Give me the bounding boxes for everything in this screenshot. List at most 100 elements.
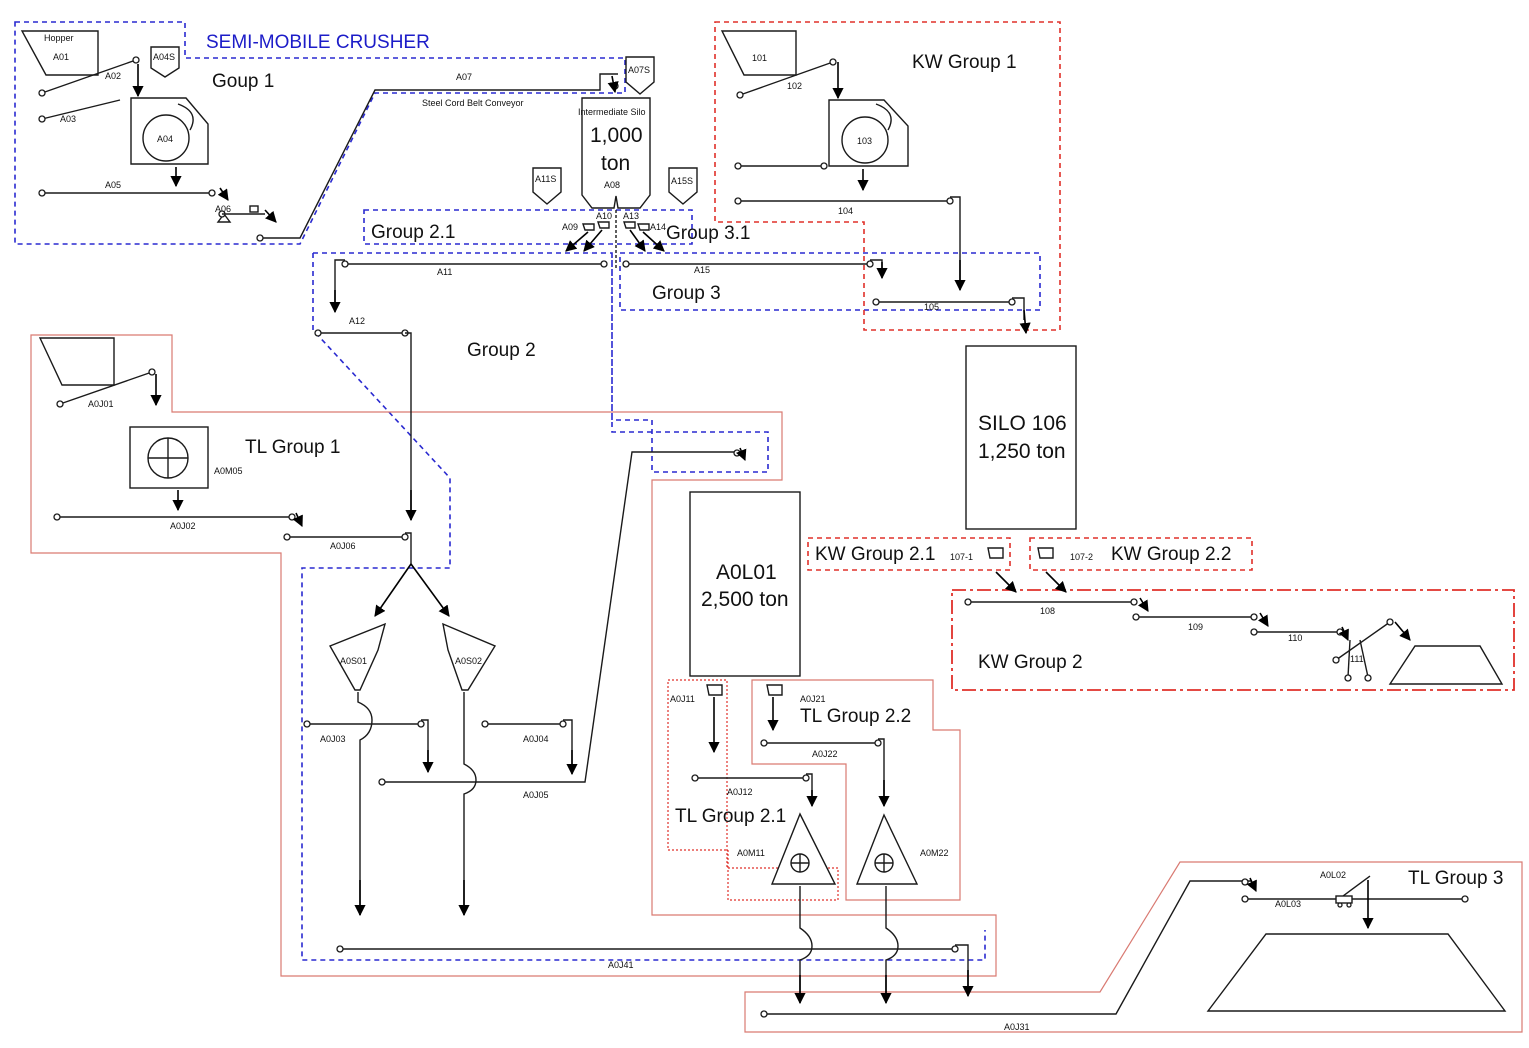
a06-label: A06 [215,204,231,214]
semi-mobile-title: SEMI-MOBILE CRUSHER [206,32,430,53]
tl-group21-boundary [667,679,839,901]
stockpile-tl3 [1206,933,1507,1012]
a0s02-label: A0S02 [455,656,482,666]
kw-group2-boundary [951,589,1515,691]
tl-group22-boundary [751,679,961,901]
tl-group1-title: TL Group 1 [245,437,340,458]
a0j03-label: A0J03 [320,734,346,744]
a0j21-label: A0J21 [800,694,826,704]
group1-boundary [14,21,626,245]
a03-label: A03 [60,114,76,124]
kw-group22-title: KW Group 2.2 [1111,544,1231,565]
tl-group21-title: TL Group 2.1 [675,806,786,827]
a15-label: A15 [694,265,710,275]
a15s-label: A15S [671,176,693,186]
a0j22-label: A0J22 [812,749,838,759]
a0j06-label: A0J06 [330,541,356,551]
a0m11-label: A0M11 [737,848,765,858]
n109-label: 109 [1188,622,1203,632]
a15s-symbol [668,167,698,205]
kw-group22-boundary [1029,537,1253,571]
a0m05-label: A0M05 [214,466,243,476]
a0j11-label: A0J11 [670,694,695,704]
n107-2-label: 107-2 [1070,552,1093,562]
a08-label: A08 [604,180,620,190]
screens-and-lower-conveyors: A0S01 A0S02 A0J03 A0J04 A0J05 [303,447,747,917]
conveyor-a07 [260,73,618,239]
n103-label: 103 [857,136,872,146]
group1-equipment: Hopper A01 A02 A04S A03 A04 A05 A06 A07 … [20,30,655,242]
intermediate-silo-unit: ton [601,152,630,175]
group31-title: Group 3.1 [666,223,751,244]
kw-group1-title: KW Group 1 [912,52,1017,73]
kw-group21-boundary [807,537,1011,571]
a0s01-label: A0S01 [340,656,367,666]
tl-group1-boundary [30,334,997,977]
kw-group1-equipment: 101 102 103 104 105 [720,30,1031,335]
intermediate-silo-shape [581,97,651,209]
n110-label: 110 [1288,633,1302,643]
a10-label: A10 [596,211,612,221]
a0m22-label: A0M22 [920,848,949,858]
a07s-label: A07S [628,65,650,75]
a07-label: A07 [456,72,472,82]
n101-label: 101 [752,53,767,63]
a12-label: A12 [349,316,365,326]
intermediate-silo-capacity: 1,000 [590,124,643,147]
tl-group3-title: TL Group 3 [1408,868,1503,889]
group-titles: SEMI-MOBILE CRUSHER Goup 1 Group 2.1 Gro… [206,32,1503,889]
group3-title: Group 3 [652,283,721,304]
tl-group2-equipment: A0J11 A0J12 A0M11 A0J21 A0J22 A0M22 [670,684,949,1005]
group21-boundary [363,209,693,245]
a11s-symbol [532,167,562,205]
kw-group1-boundary [714,21,1061,331]
conveyor-a02 [41,59,137,94]
hopper-a01 [20,30,99,76]
a11s-label: A11S [535,174,556,184]
tl-group1-equipment: A0J01 A0M05 A0J02 A0J06 [38,337,450,617]
group1-title: Goup 1 [212,71,274,92]
a0l01-silo-shape [689,491,801,677]
a0l02-label: A0L02 [1320,870,1346,880]
n108-label: 108 [1040,606,1055,616]
silo-106-shape [965,345,1077,530]
silo-106: SILO 106 1,250 ton [965,345,1077,530]
a0l03-label: A0L03 [1275,899,1301,909]
screen-a0s01 [328,622,387,691]
a0l01-silo: A0L01 2,500 ton [689,491,801,677]
a05-label: A05 [105,180,121,190]
a07s-symbol [625,56,655,95]
a01-label: A01 [53,52,69,62]
a0j41-label: A0J41 [608,960,634,970]
a02-label: A02 [105,71,121,81]
a0j12-label: A0J12 [727,787,753,797]
a0j02-label: A0J02 [170,521,196,531]
tl-group3-boundary [744,861,1523,1033]
a11-label: A11 [437,267,452,277]
stacker-111 [1335,621,1391,661]
stockpile-kw2 [1388,645,1504,685]
kw-group2-title: KW Group 2 [978,652,1083,673]
mill-a0m11 [770,812,837,885]
a09-label: A09 [562,222,578,232]
group21-title: Group 2.1 [371,222,456,243]
group2-3-conveyors: A11 A12 A15 [314,259,888,522]
n107-1-label: 107-1 [950,552,973,562]
conveyor-a0j31 [764,880,1252,1015]
stacker-a0l02 [1342,875,1371,897]
group3-boundary [619,252,1041,311]
a04s-label: A04S [153,52,175,62]
steel-cord-label: Steel Cord Belt Conveyor [422,98,524,108]
a0l01-name: A0L01 [716,561,777,584]
a14-label: A14 [650,222,666,232]
n104-label: 104 [838,206,853,216]
a0j05-label: A0J05 [523,790,549,800]
group2-boundary [301,252,986,961]
conveyor-a03 [41,99,121,120]
group2-title: Group 2 [467,340,536,361]
screen-a0s02 [442,622,497,691]
tl-group22-title: TL Group 2.2 [800,706,911,727]
a04-label: A04 [157,134,173,144]
kw-group2-equipment: 107-1 107-2 108 109 110 111 [950,547,1504,685]
